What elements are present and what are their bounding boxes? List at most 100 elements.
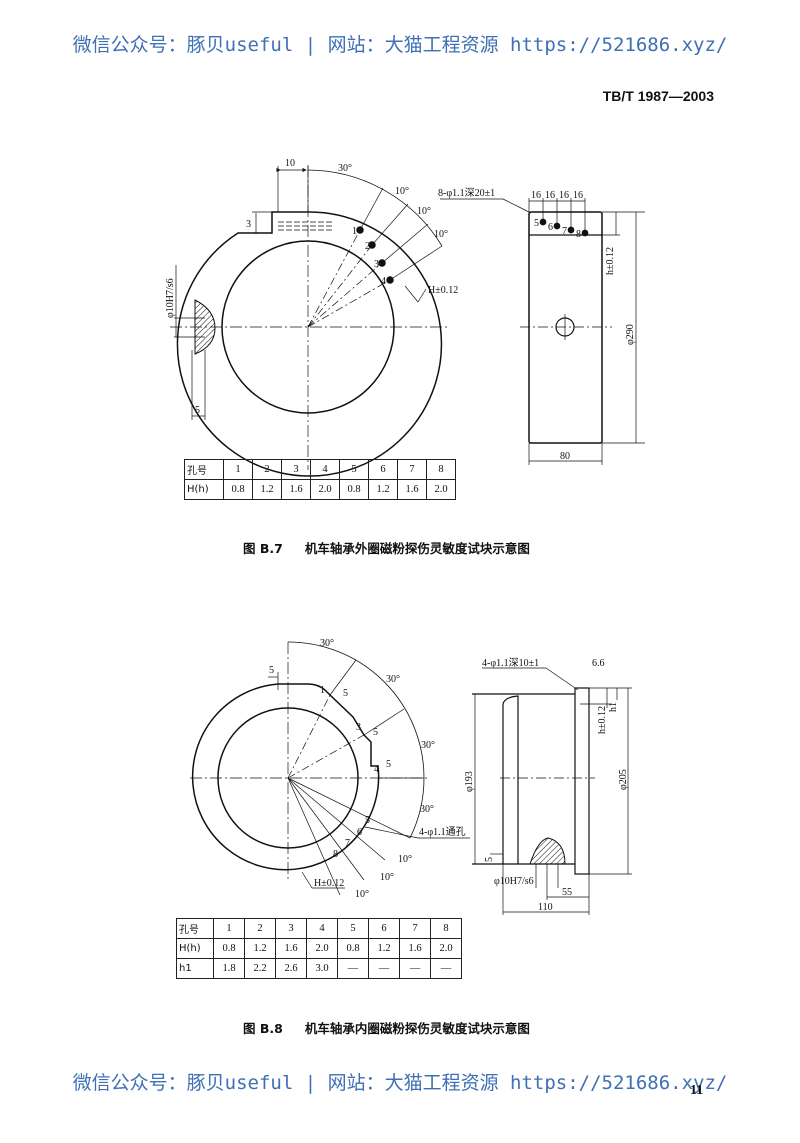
table-cell: 1.6 [399, 938, 431, 959]
b8-step-dim-4: 5 [386, 759, 391, 770]
table-cell: — [430, 958, 462, 979]
column-header: 3 [275, 918, 307, 939]
column-header: 8 [430, 918, 462, 939]
b8-angle-30-b: 30° [386, 674, 400, 685]
table-cell: 0.8 [337, 938, 369, 959]
column-header: 6 [368, 459, 398, 480]
b7-dim-10: 10 [285, 158, 295, 169]
b8-step-3: 3 [356, 722, 361, 733]
b7-hole-4: 4 [381, 276, 386, 287]
figure-b7-number: 图 B.7 [243, 541, 283, 556]
table-header-cell: 孔号 [184, 459, 224, 480]
b8-angle-10-a: 10° [398, 854, 412, 865]
b8-step-dim-1: 5 [269, 665, 274, 676]
table-row: h1 1.8 2.2 2.6 3.0 — — — — [176, 958, 462, 979]
b7-hole-1: 1 [352, 226, 357, 237]
b8-angle-30-c: 30° [421, 740, 435, 751]
b8-h-tolerance-side: h±0.12 [597, 706, 608, 734]
table-cell: 1.8 [213, 958, 245, 979]
b8-diameter-193: φ193 [464, 771, 475, 792]
table-cell: 1.2 [252, 479, 282, 500]
b7-dim-3: 3 [246, 219, 251, 230]
b8-hole-table: 孔号 1 2 3 4 5 6 7 8 H(h) 0.8 1.2 1.6 2.0 … [176, 918, 462, 979]
table-cell: 0.8 [213, 938, 245, 959]
row-label: h1 [176, 958, 214, 979]
table-header-cell: 孔号 [176, 918, 214, 939]
b8-hole-8: 8 [333, 849, 338, 860]
table-cell: 1.2 [368, 479, 398, 500]
figure-b7-title: 机车轴承外圈磁粉探伤灵敏度试块示意图 [304, 541, 530, 556]
column-header: 4 [306, 918, 338, 939]
table-row: 孔号 1 2 3 4 5 6 7 8 [176, 918, 462, 939]
column-header: 1 [223, 459, 253, 480]
table-row: H(h) 0.8 1.2 1.6 2.0 0.8 1.2 1.6 2.0 [184, 479, 456, 500]
b7-width-80: 80 [560, 451, 570, 462]
standard-number: TB/T 1987—2003 [602, 88, 714, 104]
column-header: 5 [337, 918, 369, 939]
table-cell: 2.0 [306, 938, 338, 959]
figure-b8-title: 机车轴承内圈磁粉探伤灵敏度试块示意图 [304, 1021, 530, 1036]
b8-hole-note: 4-φ1.1通孔 [419, 826, 466, 838]
b7-front-view [170, 165, 450, 477]
b8-hole-5: 5 [365, 815, 370, 826]
b8-step-1: 1 [320, 685, 325, 696]
b8-step-dim-2: 5 [343, 688, 348, 699]
b8-side-view [472, 667, 632, 915]
table-cell: 2.0 [430, 938, 462, 959]
b8-h-tolerance: H±0.12 [314, 878, 344, 889]
b7-front-labels: 10 30° 10° 10° 10° 3 1 2 3 4 H±0.12 φ10H… [165, 158, 458, 416]
table-cell: 2.6 [275, 958, 307, 979]
table-cell: 2.2 [244, 958, 276, 979]
table-cell: 1.6 [275, 938, 307, 959]
b7-hole-note: 8-φ1.1深20±1 [438, 187, 495, 199]
watermark-top: 微信公众号：豚贝useful | 网站：大猫工程资源 https://52168… [72, 34, 728, 56]
b8-dim-6-6: 6.6 [592, 658, 605, 669]
b8-angle-10-b: 10° [380, 872, 394, 883]
table-cell: 1.2 [244, 938, 276, 959]
watermark-bottom: 微信公众号：豚贝useful | 网站：大猫工程资源 https://52168… [72, 1072, 728, 1094]
figure-b7-caption: 图 B.7 机车轴承外圈磁粉探伤灵敏度试块示意图 [243, 538, 530, 557]
b7-hole-3: 3 [374, 259, 379, 270]
b8-h1: h1 [608, 702, 619, 712]
b8-hole-7: 7 [345, 838, 350, 849]
column-header: 2 [244, 918, 276, 939]
b8-angle-10-c: 10° [355, 889, 369, 900]
b7-pitch-3: 16 [559, 190, 569, 201]
b7-hole-2: 2 [365, 241, 370, 252]
b8-dim-5: 5 [484, 857, 495, 862]
column-header: 1 [213, 918, 245, 939]
column-header: 7 [399, 918, 431, 939]
column-header: 6 [368, 918, 400, 939]
table-cell: 2.0 [310, 479, 340, 500]
b7-pitch-2: 16 [545, 190, 555, 201]
table-cell: 2.0 [426, 479, 456, 500]
b8-hole-6: 6 [357, 827, 362, 838]
column-header: 7 [397, 459, 427, 480]
b7-dim-5: 5 [195, 405, 200, 416]
b8-step-4: 4 [374, 764, 379, 775]
b7-angle-10-c: 10° [434, 229, 448, 240]
b7-hole-6: 6 [548, 222, 553, 233]
table-cell: — [337, 958, 369, 979]
b7-pitch-4: 16 [573, 190, 583, 201]
table-cell: — [399, 958, 431, 979]
table-cell: 1.6 [397, 479, 427, 500]
b8-dim-55: 55 [562, 887, 572, 898]
b8-dim-110: 110 [538, 902, 553, 913]
b8-angle-30-a: 30° [320, 638, 334, 649]
table-cell: 1.2 [368, 938, 400, 959]
b7-angle-10-a: 10° [395, 186, 409, 197]
column-header: 3 [281, 459, 311, 480]
b8-angle-30-d: 30° [420, 804, 434, 815]
b7-h-tolerance-side: h±0.12 [605, 247, 616, 275]
column-header: 2 [252, 459, 282, 480]
page-number: 11 [690, 1083, 704, 1098]
b7-angle-10-b: 10° [417, 206, 431, 217]
table-cell: 1.6 [281, 479, 311, 500]
b8-fit-label: φ10H7/s6 [494, 876, 534, 887]
b7-hole-7: 7 [562, 226, 567, 237]
b8-diameter-205: φ205 [618, 769, 629, 790]
b7-fit-label: φ10H7/s6 [165, 278, 176, 318]
